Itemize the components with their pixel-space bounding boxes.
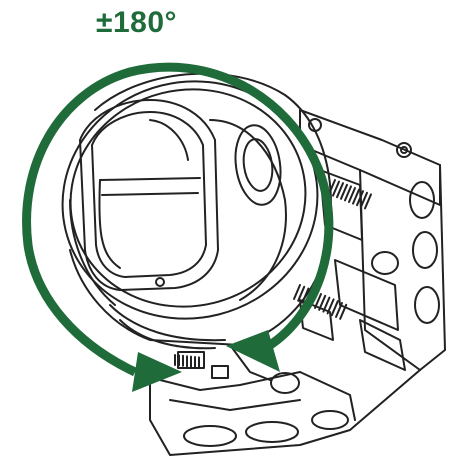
knockout bbox=[414, 286, 440, 324]
terminal-pin bbox=[364, 193, 372, 210]
knockout bbox=[371, 251, 399, 275]
terminal-pin bbox=[335, 302, 343, 318]
dome-screw bbox=[155, 277, 165, 287]
lens-housing bbox=[79, 99, 219, 291]
terminal-pin bbox=[297, 285, 306, 302]
rotation-arrowhead-left bbox=[132, 352, 182, 392]
terminal-pin bbox=[352, 188, 360, 205]
terminal-pin bbox=[336, 182, 344, 199]
knockout bbox=[412, 231, 438, 269]
terminal-pin bbox=[322, 296, 331, 313]
terminal-pin bbox=[318, 294, 327, 311]
screw-boss bbox=[396, 142, 412, 158]
terminal-pin bbox=[293, 284, 301, 300]
terminal-pin bbox=[360, 191, 368, 208]
dome-shell-inner bbox=[69, 88, 307, 308]
terminal-pin bbox=[332, 180, 340, 197]
knockout bbox=[409, 181, 435, 219]
sensor-window bbox=[234, 124, 282, 206]
knockout bbox=[183, 425, 237, 447]
terminal-pin bbox=[340, 183, 348, 200]
terminal-pin bbox=[314, 293, 322, 309]
terminal-strip bbox=[328, 179, 372, 210]
rotation-arrowhead-right bbox=[226, 330, 280, 372]
box-right-face bbox=[149, 164, 446, 456]
terminal-pin bbox=[348, 187, 356, 203]
rotation-arrow-icon bbox=[22, 62, 334, 392]
rotation-arc bbox=[22, 62, 334, 377]
screw-boss bbox=[400, 146, 408, 154]
terminal-pin bbox=[344, 185, 352, 202]
knockout bbox=[245, 421, 299, 443]
terminal-pin bbox=[330, 300, 339, 317]
terminal-pin bbox=[339, 303, 348, 320]
knockout bbox=[311, 410, 349, 430]
terminal-pin bbox=[356, 190, 364, 207]
terminal-pin bbox=[326, 298, 335, 315]
knockout bbox=[270, 372, 300, 394]
rotation-angle-label: ±180° bbox=[96, 6, 178, 39]
